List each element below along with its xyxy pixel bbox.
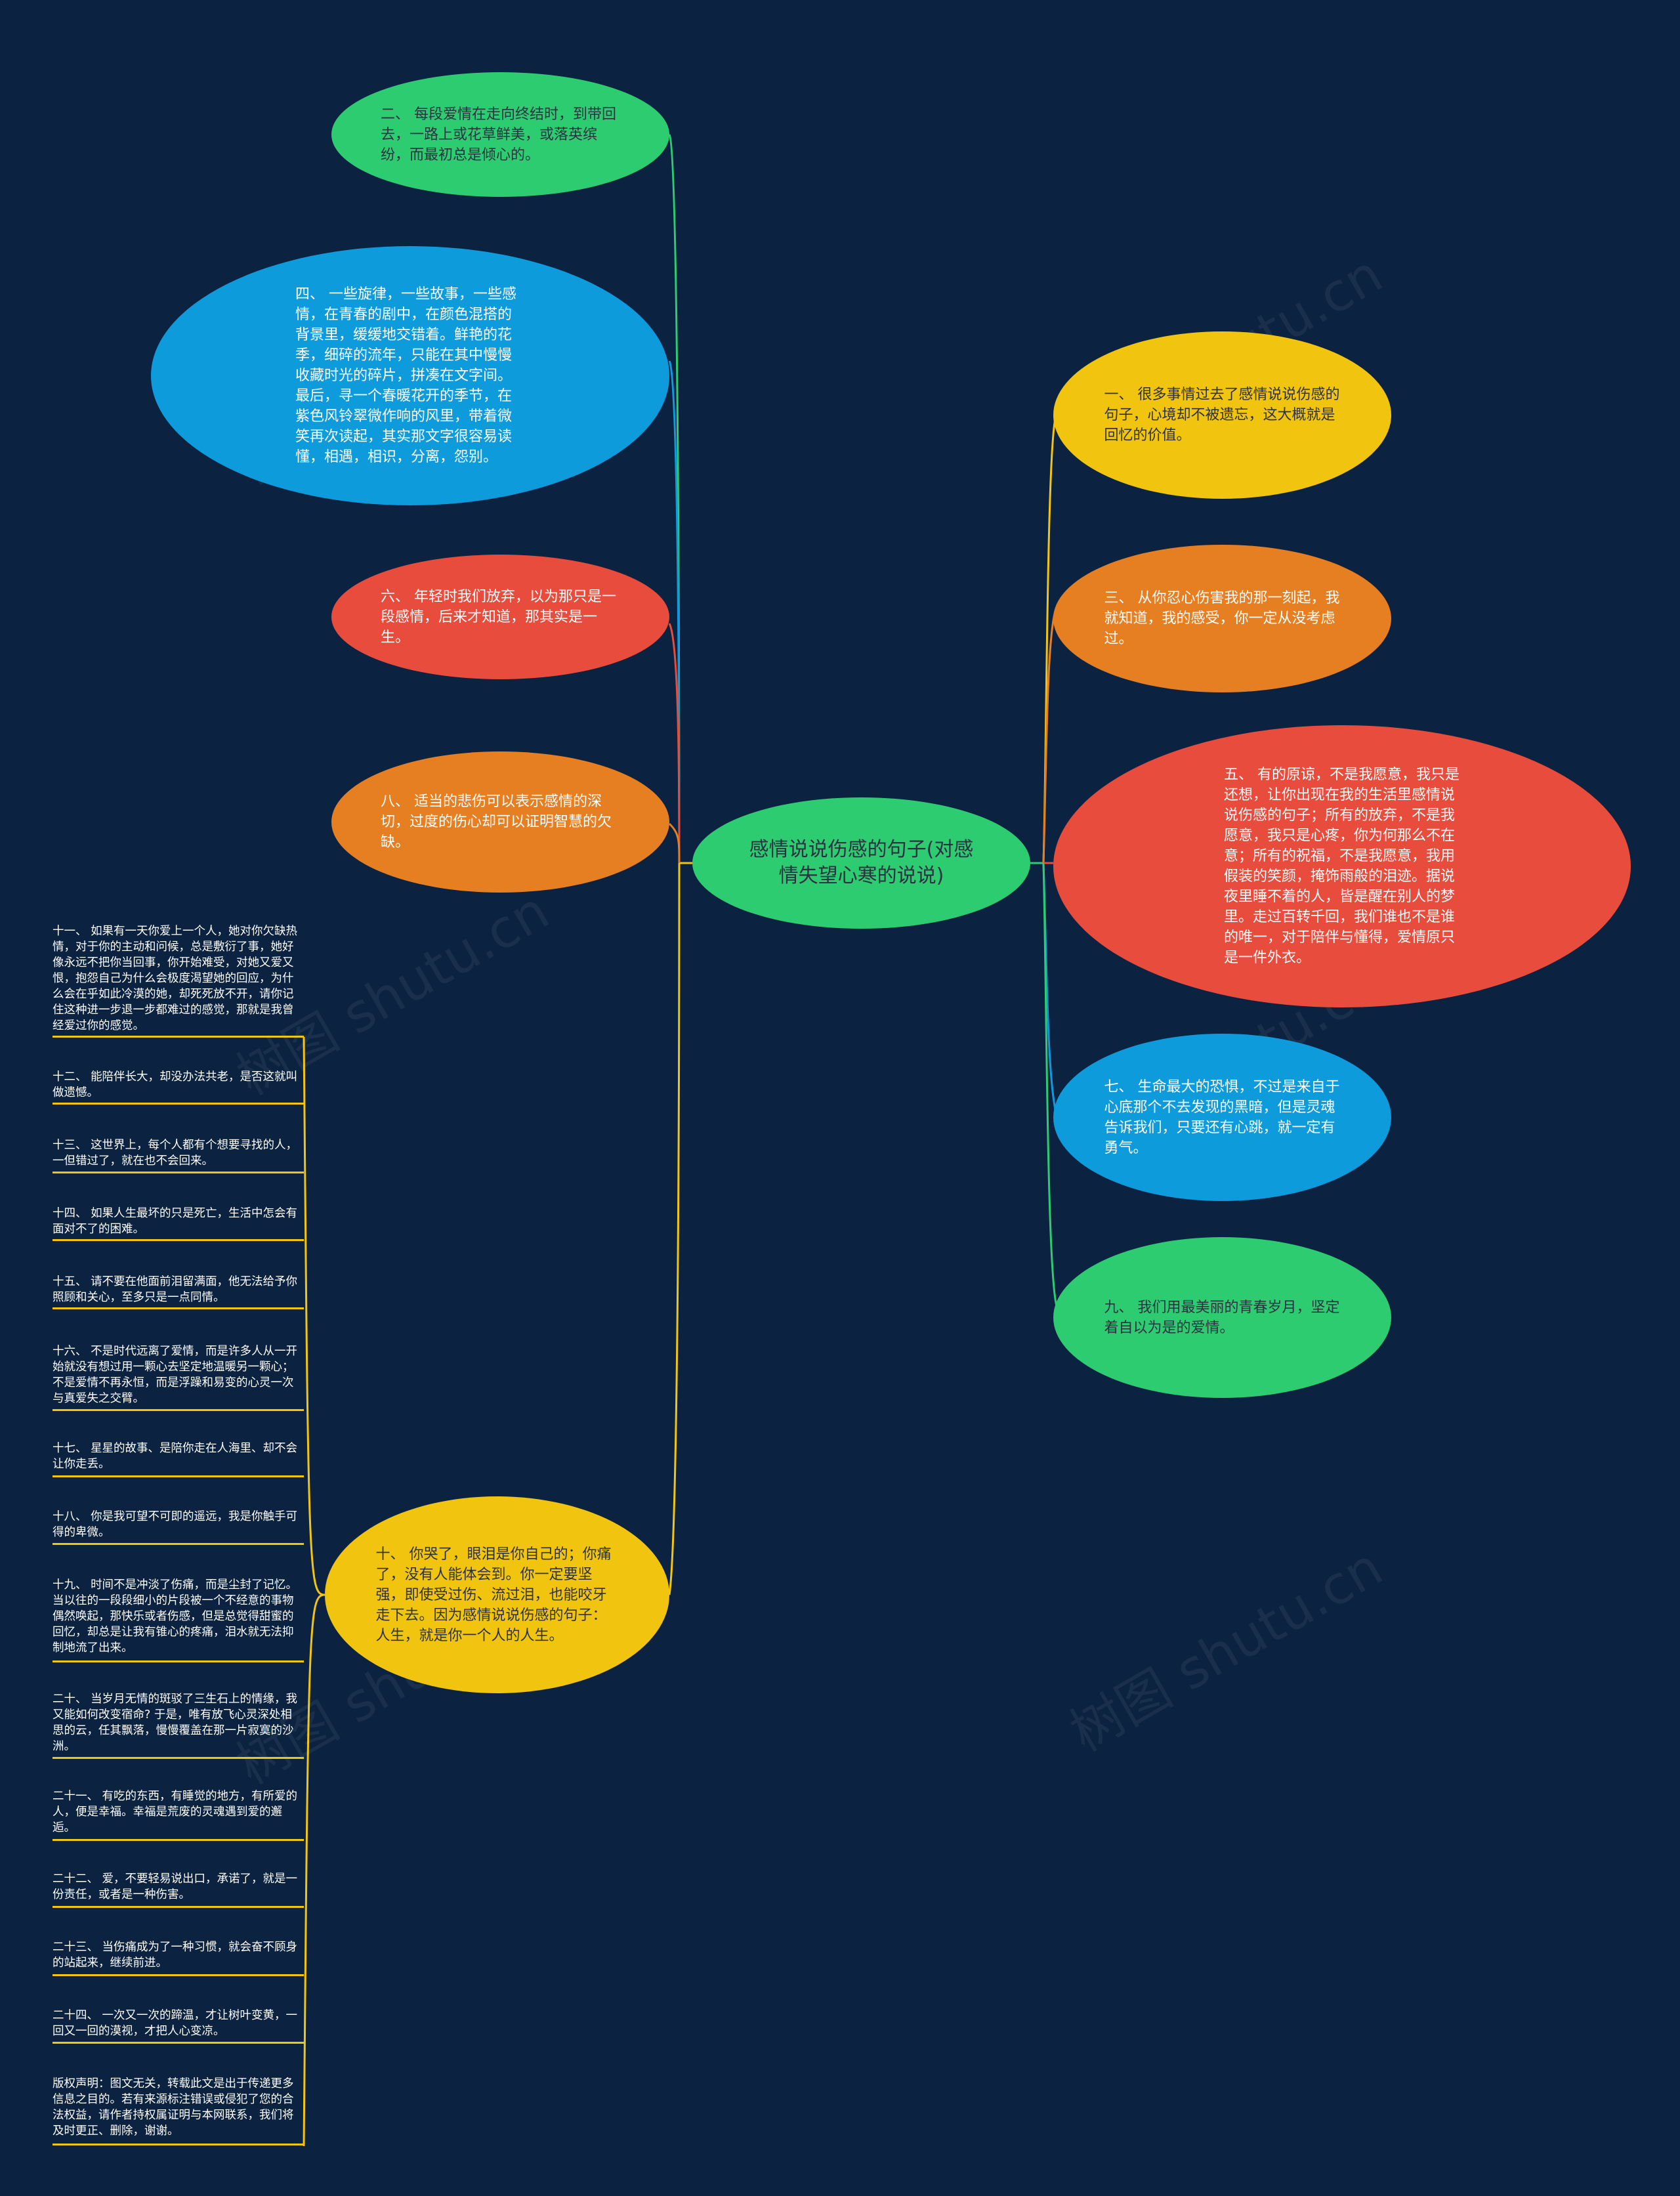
branch-node-2[interactable]: 二、 每段爱情在走向终结时，到带回去，一路上或花草鲜美，或落英缤纷，而最初总是倾… xyxy=(331,72,669,197)
branch-node-9[interactable]: 九、 我们用最美丽的青春岁月，坚定着自以为是的爱情。 xyxy=(1053,1237,1391,1398)
branch-node-text: 九、 我们用最美丽的青春岁月，坚定着自以为是的爱情。 xyxy=(1104,1299,1340,1336)
leaf-underline xyxy=(52,1906,304,1908)
central-topic[interactable]: 感情说说伤感的句子(对感情失望心寒的说说) xyxy=(692,797,1030,929)
branch-node-text: 三、 从你忍心伤害我的那一刻起，我就知道，我的感受，你一定从没考虑过。 xyxy=(1104,590,1340,647)
branch-node-text: 六、 年轻时我们放弃，以为那只是一段感情，后来才知道，那其实是一生。 xyxy=(381,588,616,646)
leaf-item-18[interactable]: 十八、 你是我可望不可即的遥远，我是你触手可得的卑微。 xyxy=(52,1510,298,1539)
leaf-underline xyxy=(52,1307,304,1309)
leaf-item-16[interactable]: 十六、 不是时代远离了爱情，而是许多人从一开始就没有想过用一颗心去坚定地温暖另一… xyxy=(52,1345,298,1405)
leaf-underline xyxy=(52,1839,304,1841)
copyright-notice: 版权声明：图文无关，转载此文是出于传递更多信息之目的。若有来源标注错误或侵犯了您… xyxy=(52,2077,294,2138)
leaf-underline xyxy=(52,1036,304,1038)
leaf-underline xyxy=(52,1660,304,1662)
leaf-underline xyxy=(52,1172,304,1173)
leaf-underline xyxy=(52,1974,304,1976)
leaf-underline xyxy=(52,1103,304,1105)
leaf-underline xyxy=(52,1239,304,1241)
leaf-item-13[interactable]: 十三、 这世界上，每个人都有个想要寻找的人，一但错过了，就在也不会回来。 xyxy=(52,1139,298,1168)
leaf-item-19[interactable]: 十九、 时间不是冲淡了伤痛，而是尘封了记忆。当以往的一段段细小的片段被一个不经意… xyxy=(52,1578,298,1655)
central-topic-label: 感情说说伤感的句子(对感情失望心寒的说说) xyxy=(749,838,974,887)
branch-node-text: 七、 生命最大的恐惧，不过是来自于心底那个不去发现的黑暗，但是灵魂告诉我们，只要… xyxy=(1104,1078,1340,1156)
leaf-item-12[interactable]: 十二、 能陪伴长大，却没办法共老，是否这就叫做遗憾。 xyxy=(52,1070,298,1099)
leaf-item-21[interactable]: 二十一、 有吃的东西，有睡觉的地方，有所爱的人，便是幸福。幸福是荒废的灵魂遇到爱… xyxy=(52,1790,298,1834)
leaf-item-17[interactable]: 十七、 星星的故事、是陪你走在人海里、却不会让你走丢。 xyxy=(52,1442,298,1471)
leaf-bracket xyxy=(303,1036,326,2147)
leaf-item-14[interactable]: 十四、 如果人生最坏的只是死亡，生活中怎会有面对不了的困难。 xyxy=(52,1207,298,1236)
leaf-item-22[interactable]: 二十二、 爱，不要轻易说出口，承诺了，就是一份责任，或者是一种伤害。 xyxy=(52,1872,298,1901)
branch-node-5[interactable]: 五、 有的原谅，不是我愿意，我只是还想，让你出现在我的生活里感情说说伤感的句子；… xyxy=(1053,725,1631,1007)
branch-node-text: 一、 很多事情过去了感情说说伤感的句子，心境却不被遗忘，这大概就是回忆的价值。 xyxy=(1104,387,1340,444)
leaf-underline xyxy=(52,1543,304,1545)
branch-node-6[interactable]: 六、 年轻时我们放弃，以为那只是一段感情，后来才知道，那其实是一生。 xyxy=(331,555,669,679)
branch-node-text: 二、 每段爱情在走向终结时，到带回去，一路上或花草鲜美，或落英缤纷，而最初总是倾… xyxy=(381,106,616,163)
leaf-underline xyxy=(52,1757,304,1759)
leaf-item-23[interactable]: 二十三、 当伤痛成为了一种习惯，就会奋不顾身的站起来，继续前进。 xyxy=(52,1941,298,1970)
leaf-item-24[interactable]: 二十四、 一次又一次的蹄温，才让树叶变黄，一回又一回的漠视，才把人心变凉。 xyxy=(52,2009,298,2038)
branch-node-text: 八、 适当的悲伤可以表示感情的深切，过度的伤心却可以证明智慧的欠缺。 xyxy=(381,793,612,851)
branch-node-3[interactable]: 三、 从你忍心伤害我的那一刻起，我就知道，我的感受，你一定从没考虑过。 xyxy=(1053,545,1391,692)
left-connectors xyxy=(668,134,692,1595)
branch-node-8[interactable]: 八、 适当的悲伤可以表示感情的深切，过度的伤心却可以证明智慧的欠缺。 xyxy=(331,751,669,893)
leaf-underline xyxy=(52,1409,304,1411)
leaf-underline xyxy=(52,1475,304,1477)
right-connectors xyxy=(1030,413,1058,1307)
branch-node-7[interactable]: 七、 生命最大的恐惧，不过是来自于心底那个不去发现的黑暗，但是灵魂告诉我们，只要… xyxy=(1053,1034,1391,1201)
leaf-item-20[interactable]: 二十、 当岁月无情的斑驳了三生石上的情缘，我又能如何改变宿命? 于是，唯有放飞心… xyxy=(52,1693,298,1753)
branch-node-text: 五、 有的原谅，不是我愿意，我只是还想，让你出现在我的生活里感情说说伤感的句子；… xyxy=(1224,767,1460,966)
leaf-item-15[interactable]: 十五、 请不要在他面前泪留满面，他无法给予你照顾和关心，至多只是一点同情。 xyxy=(52,1275,298,1304)
branch-node-text: 十、 你哭了，眼泪是你自己的；你痛了，没有人能体会到。你一定要坚强，即使受过伤、… xyxy=(375,1546,612,1644)
branch-node-4[interactable]: 四、 一些旋律，一些故事，一些感情，在青春的剧中，在颜色混搭的背景里，缓缓地交错… xyxy=(151,246,669,505)
branch-node-text: 四、 一些旋律，一些故事，一些感情，在青春的剧中，在颜色混搭的背景里，缓缓地交错… xyxy=(295,286,516,465)
branch-node-1[interactable]: 一、 很多事情过去了感情说说伤感的句子，心境却不被遗忘，这大概就是回忆的价值。 xyxy=(1053,331,1391,499)
leaf-underline xyxy=(52,2143,304,2145)
leaf-underline xyxy=(52,2042,304,2044)
branch-node-10[interactable]: 十、 你哭了，眼泪是你自己的；你痛了，没有人能体会到。你一定要坚强，即使受过伤、… xyxy=(325,1496,669,1693)
leaf-item-11[interactable]: 十一、 如果有一天你爱上一个人，她对你欠缺热情，对于你的主动和问候，总是敷衍了事… xyxy=(52,925,298,1032)
